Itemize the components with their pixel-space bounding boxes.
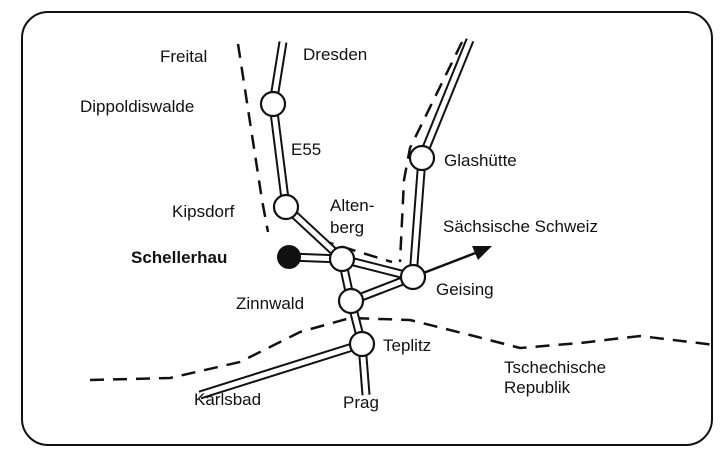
node-geising[interactable] [399, 263, 427, 291]
label-dippoldiswalde: Dippoldiswalde [80, 97, 194, 116]
node-dippoldiswalde[interactable] [259, 90, 287, 118]
node-teplitz[interactable] [348, 330, 376, 358]
label-karlsbad: Karlsbad [194, 390, 261, 409]
railway-glashuette [398, 41, 464, 263]
label-glashuette: Glashütte [444, 151, 517, 170]
label-dresden: Dresden [303, 45, 367, 64]
node-kipsdorf[interactable] [272, 193, 300, 221]
node-glashuette[interactable] [408, 144, 436, 172]
national-border [89, 316, 716, 382]
label-tschechische-2: Republik [504, 378, 571, 397]
label-geising: Geising [436, 280, 494, 299]
label-altenberg-2: berg [330, 218, 364, 237]
label-kipsdorf: Kipsdorf [172, 202, 235, 221]
label-e55: E55 [291, 140, 321, 159]
node-schellerhau[interactable] [277, 245, 301, 269]
label-altenberg-1: Alten- [330, 196, 374, 215]
node-zinnwald[interactable] [337, 287, 365, 315]
label-prag: Prag [343, 393, 379, 412]
label-tschechische-1: Tschechische [504, 358, 606, 377]
label-schellerhau: Schellerhau [131, 248, 227, 267]
map-frame [21, 11, 713, 446]
node-altenberg[interactable] [328, 245, 356, 273]
label-zinnwald: Zinnwald [236, 294, 304, 313]
label-teplitz: Teplitz [383, 336, 431, 355]
label-freital: Freital [160, 47, 207, 66]
label-saechsische-schweiz: Sächsische Schweiz [443, 217, 598, 236]
